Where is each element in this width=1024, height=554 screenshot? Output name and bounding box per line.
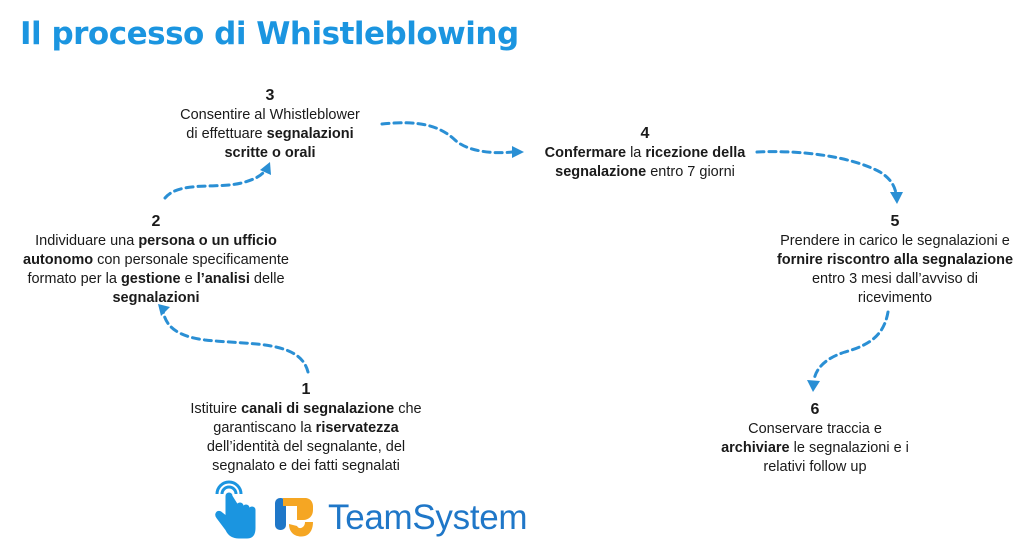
step-text-line: dell’identità del segnalante, del <box>206 439 406 455</box>
step-text-emphasis: ricezione della <box>645 145 746 161</box>
step-text-line: ricevimento <box>857 290 933 306</box>
step-text-line: segnalazioni <box>0 289 312 308</box>
step-number: 6 <box>810 401 820 418</box>
arrowhead-1-to-2 <box>158 304 170 316</box>
step-text-line: Conservare traccia e <box>748 421 882 437</box>
step-text-emphasis: segnalazioni <box>266 126 354 142</box>
step-text-emphasis: segnalazioni <box>112 290 200 306</box>
step-text-line: autonomo con personale specificamente <box>23 252 289 268</box>
arrow-2-to-3 <box>163 166 268 200</box>
step-number: 4 <box>640 125 650 142</box>
step-text-emphasis: segnalazione <box>555 164 647 180</box>
step-number: 2 <box>151 213 161 230</box>
arrow-3-to-4 <box>380 121 514 155</box>
step-text-line: segnalato e dei fatti segnalati <box>212 458 400 474</box>
teamsystem-logo <box>215 480 313 539</box>
hand-touch-icon <box>215 480 256 539</box>
step-text-line: entro 3 mesi dall’avviso di <box>811 271 979 287</box>
step-text-emphasis: canali di segnalazione <box>241 401 395 417</box>
step-text-emphasis: gestione <box>120 271 181 287</box>
step-number: 5 <box>890 213 900 230</box>
step-text-line: fornire riscontro alla segnalazione <box>760 251 1024 270</box>
arrowhead-3-to-4 <box>512 146 524 158</box>
step-number: 1 <box>301 381 311 398</box>
step-text-emphasis: l’analisi <box>196 271 250 287</box>
arrowhead-2-to-3 <box>260 162 271 175</box>
step-text-line: Istituire canali di segnalazione che <box>190 401 422 417</box>
step-text-line: garantiscano la riservatezza <box>213 420 399 436</box>
step-text-emphasis: scritte o orali <box>224 145 316 161</box>
step-text-line: scritte o orali <box>150 144 390 163</box>
page-title: Il processo di Whistleblowing <box>20 16 519 52</box>
step-text-emphasis: archiviare <box>721 440 790 456</box>
step-text-emphasis: fornire riscontro alla segnalazione <box>776 252 1014 268</box>
arrow-4-to-5 <box>755 150 898 196</box>
teamsystem-wordmark: TeamSystem <box>328 498 528 537</box>
step-text-line: di effettuare segnalazioni <box>186 126 354 142</box>
step-text-line: relativi follow up <box>763 459 867 475</box>
step-text-line: Individuare una persona o un ufficio <box>35 233 277 249</box>
arrow-1-to-2 <box>161 308 310 374</box>
step-text-emphasis: Confermare <box>544 145 627 161</box>
step-text-line: archiviare le segnalazioni e i <box>721 440 909 456</box>
step-text-line: formato per la gestione e l’analisi dell… <box>27 271 285 287</box>
step-text-line: Prendere in carico le segnalazioni e <box>780 233 1010 249</box>
step-text-emphasis: persona o un ufficio <box>138 233 277 249</box>
teamsystem-mark-icon <box>275 498 313 537</box>
step-text-line: Consentire al Whistleblower <box>180 107 360 123</box>
step-text-line: Confermare la ricezione della <box>544 145 746 161</box>
arrowhead-5-to-6 <box>807 380 820 392</box>
step-text-emphasis: autonomo <box>23 252 94 268</box>
step-text-line: segnalazione entro 7 giorni <box>555 164 735 180</box>
arrowhead-4-to-5 <box>890 192 903 204</box>
step-text-emphasis: riservatezza <box>315 420 399 436</box>
step-number: 3 <box>265 87 275 104</box>
arrow-5-to-6 <box>812 310 890 382</box>
